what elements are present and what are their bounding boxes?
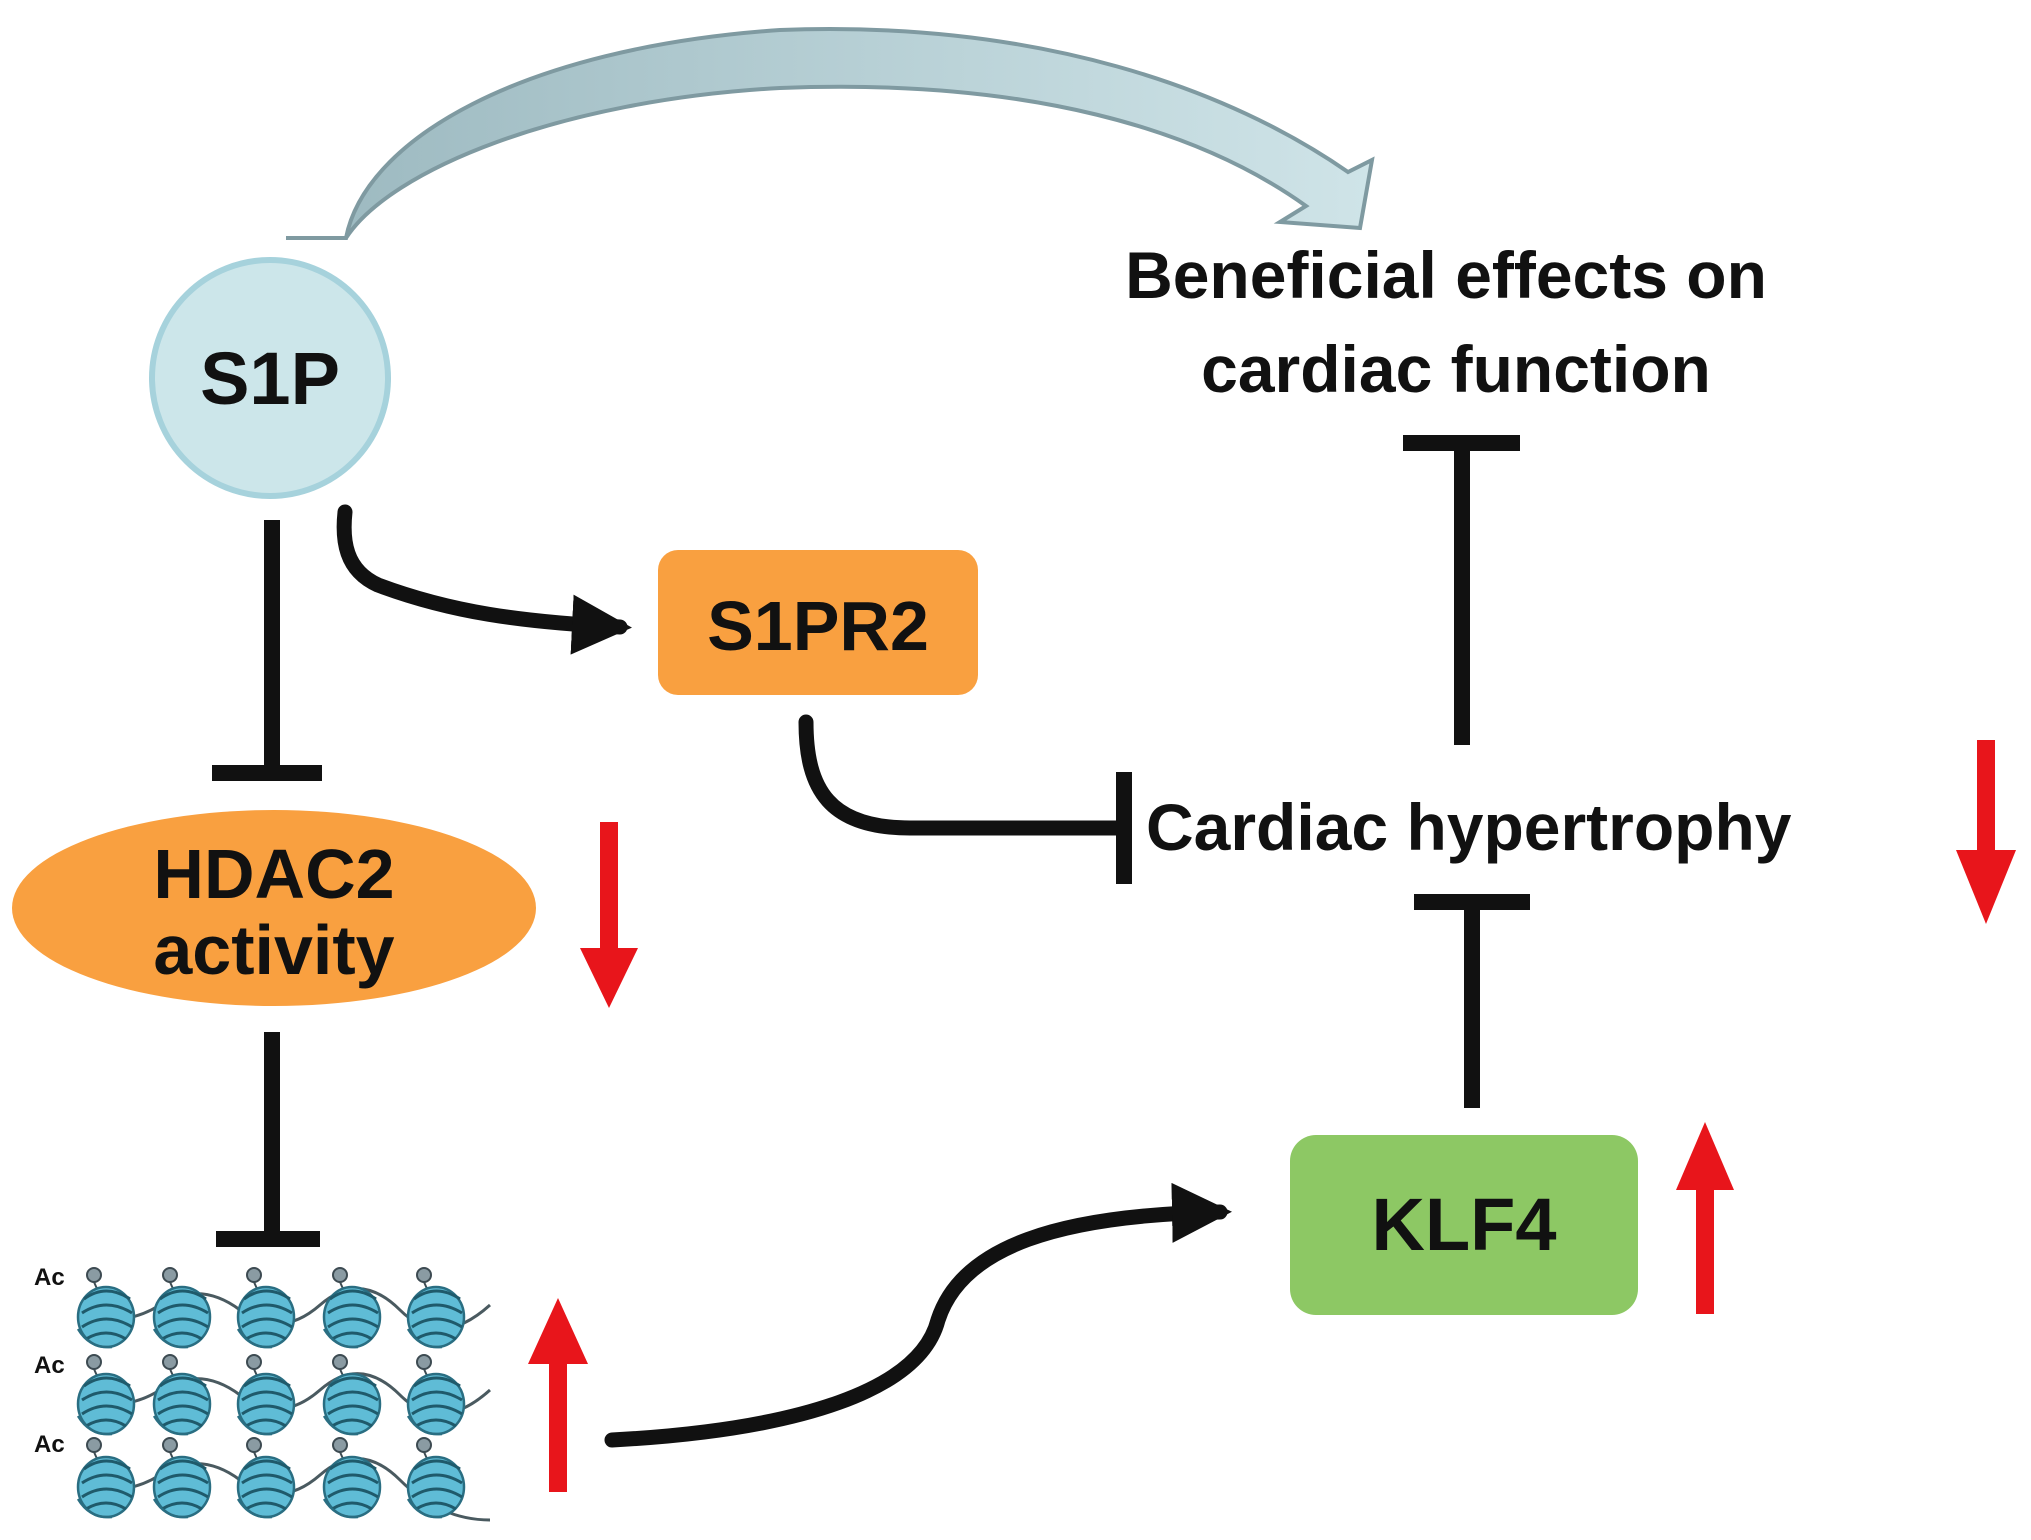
- cardiac-hypertrophy-label: Cardiac hypertrophy: [1146, 790, 1792, 864]
- beneficial-effects-line2: cardiac function: [1201, 332, 1711, 406]
- activate-arrow-s1p-s1pr2: [336, 504, 632, 655]
- klf4-node: [1290, 1135, 1638, 1315]
- acetyl-mark-label: Ac: [34, 1431, 65, 1458]
- red-down-arrow-icon: [1956, 740, 2016, 924]
- curved-arrow-to-beneficial: [286, 27, 1375, 240]
- hdac2-label-line2: activity: [153, 911, 394, 989]
- beneficial-effects-line1: Beneficial effects on: [1125, 238, 1767, 312]
- s1pr2-label: S1PR2: [707, 587, 929, 665]
- klf4-label: KLF4: [1372, 1183, 1557, 1266]
- s1p-label: S1P: [200, 337, 340, 420]
- hdac2-node: [12, 810, 536, 1006]
- s1pr2-node: [658, 550, 978, 695]
- s1p-node: [149, 257, 391, 499]
- hdac2-label-line1: HDAC2: [153, 835, 394, 913]
- acetylated-histone-graphic: [76, 1266, 492, 1522]
- activate-arrow-histone-klf4: [604, 1182, 1232, 1448]
- red-up-arrow-icon: [528, 1298, 588, 1492]
- inhibit-line-s1pr2-hypertrophy: [798, 714, 1130, 836]
- red-down-arrow-icon: [580, 822, 638, 1008]
- acetyl-mark-label: Ac: [34, 1264, 65, 1291]
- acetyl-mark-label: Ac: [34, 1352, 65, 1379]
- red-up-arrow-icon: [1676, 1122, 1734, 1314]
